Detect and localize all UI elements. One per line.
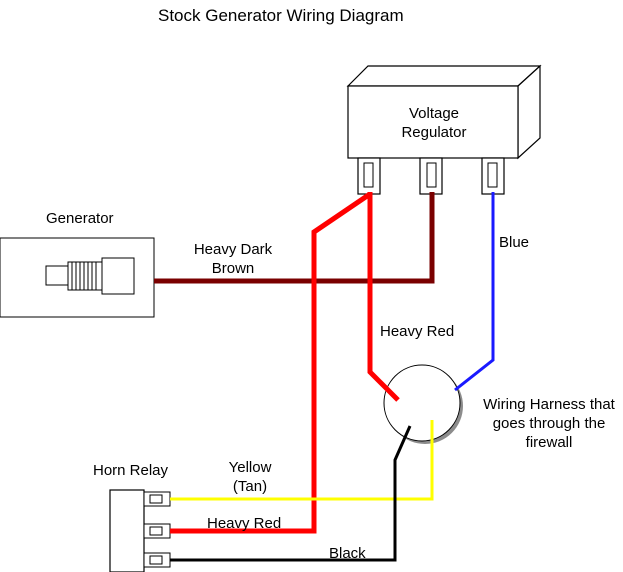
generator [0, 237, 155, 318]
generator-label: Generator [46, 210, 114, 227]
black-wire [170, 425, 412, 562]
blue-label: Blue [499, 234, 530, 251]
horn-relay [109, 489, 171, 572]
regulator-terminals [357, 157, 505, 195]
diagram-title: Stock Generator Wiring Diagram [158, 6, 404, 25]
wiring-harness-connector [383, 364, 463, 444]
harness-label: Wiring Harness that goes through the fir… [483, 396, 615, 451]
heavy-dark-brown-wire [154, 192, 435, 284]
horn-relay-label: Horn Relay [93, 462, 169, 479]
regulator-label: Voltage Regulator [401, 105, 467, 141]
voltage-regulator [346, 64, 542, 160]
heavy-dark-brown-label: Heavy Dark Brown [193, 241, 273, 277]
heavy-red-wire-lower [170, 191, 372, 534]
heavy-red-wire-upper [367, 192, 400, 402]
yellow-label: Yellow (Tan) [228, 459, 272, 495]
yellow-wire [170, 420, 434, 501]
black-label: Black [329, 545, 366, 562]
blue-wire [454, 192, 495, 392]
heavy-red-lower-label: Heavy Red [207, 515, 282, 532]
heavy-red-upper-label: Heavy Red [380, 323, 455, 340]
